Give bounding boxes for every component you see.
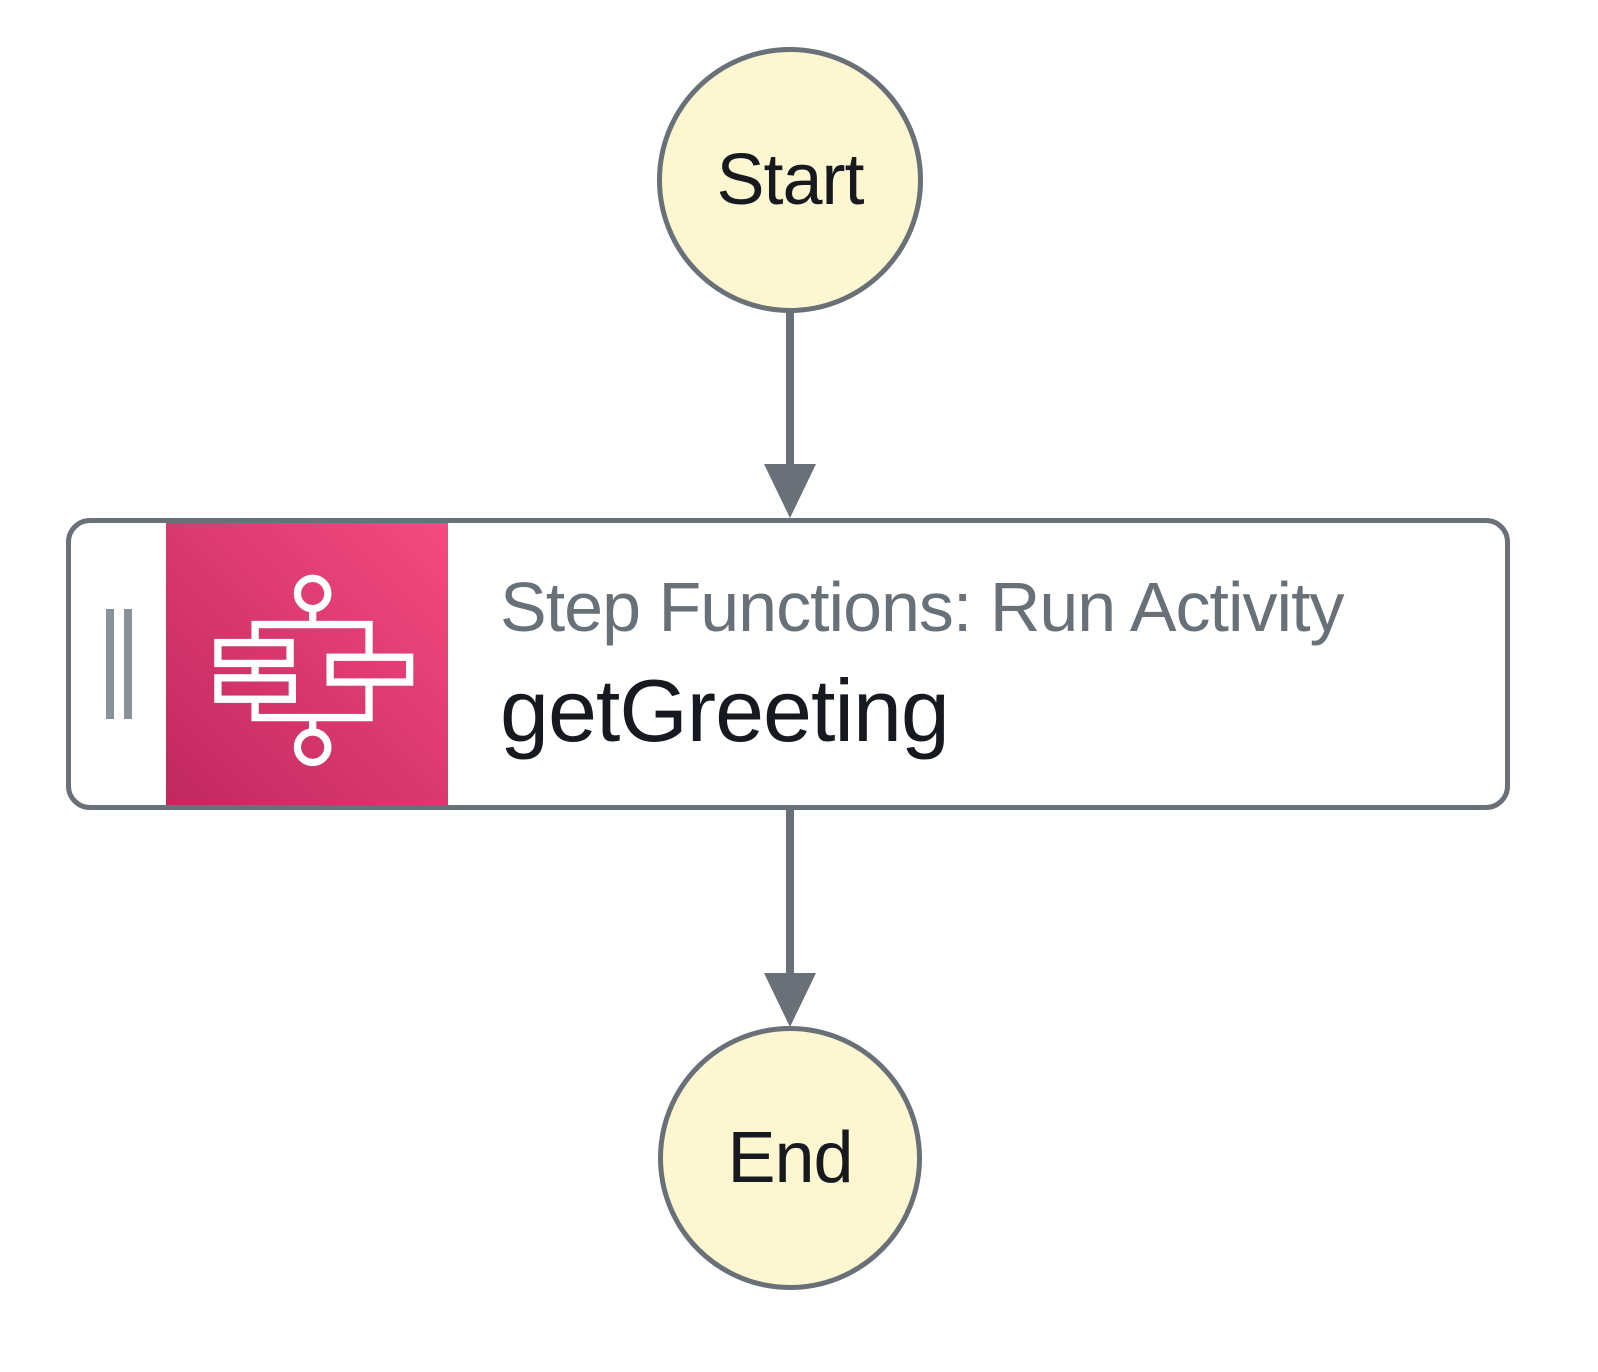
task-service-label: Step Functions: Run Activity — [500, 568, 1345, 647]
step-functions-icon — [166, 523, 448, 805]
drag-handle-bar — [123, 609, 132, 719]
end-node-label: End — [727, 1118, 853, 1198]
arrowhead-down-icon — [764, 464, 816, 518]
start-node: Start — [657, 47, 923, 313]
arrowhead-down-icon — [764, 973, 816, 1027]
start-node-label: Start — [716, 140, 864, 220]
task-node-getgreeting[interactable]: Step Functions: Run Activity getGreeting — [66, 518, 1510, 810]
end-node: End — [658, 1026, 922, 1290]
task-name-label: getGreeting — [500, 660, 950, 760]
drag-handle[interactable] — [71, 523, 166, 805]
task-text-block: Step Functions: Run Activity getGreeting — [448, 523, 1505, 805]
connector-task-to-end — [786, 808, 794, 976]
connector-start-to-task — [786, 311, 794, 467]
drag-handle-bar — [105, 609, 114, 719]
